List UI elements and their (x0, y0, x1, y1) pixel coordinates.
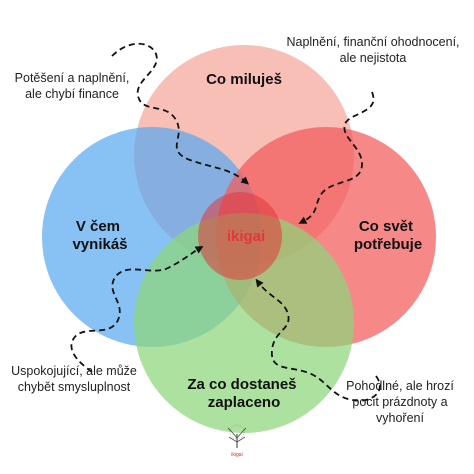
center-label: ikigai (227, 228, 265, 245)
label-love-line-1: Co miluješ (206, 71, 282, 88)
label-good-at-line-1: V čem (76, 218, 120, 235)
label-world-needs-line-1: Co svět (359, 218, 413, 235)
label-world-needs: Co svět potřebuje (354, 218, 422, 253)
label-paid-for-line-1: Za co dostaneš (187, 376, 296, 393)
label-paid-for: Za co dostaneš zaplaceno (187, 376, 300, 411)
annotation-bottom-right: Pohodlné, ale hrozí pocit prázdnoty a vy… (346, 379, 454, 425)
label-love: Co miluješ (206, 71, 282, 88)
label-world-needs-line-2: potřebuje (354, 236, 422, 253)
connector-bottom-left (70, 245, 204, 373)
annotation-top-right: Naplnění, finanční ohodnocení, ale nejis… (286, 35, 460, 65)
label-good-at: V čem vynikáš (72, 218, 127, 253)
annotation-bottom-left: Uspokojující, ale může chybět smysluplno… (11, 364, 137, 394)
logo-text: ikigai (231, 452, 242, 458)
circle-paid-for (134, 213, 354, 433)
annotation-top-left: Potěšení a naplnění, ale chybí finance (14, 71, 130, 101)
label-good-at-line-2: vynikáš (72, 236, 127, 253)
connector-top-right (298, 91, 375, 224)
label-paid-for-line-2: zaplaceno (208, 394, 281, 411)
tree-logo (227, 424, 247, 448)
ikigai-center-region (198, 192, 282, 280)
connector-top-left (111, 42, 250, 185)
connector-bottom-right (255, 278, 381, 402)
